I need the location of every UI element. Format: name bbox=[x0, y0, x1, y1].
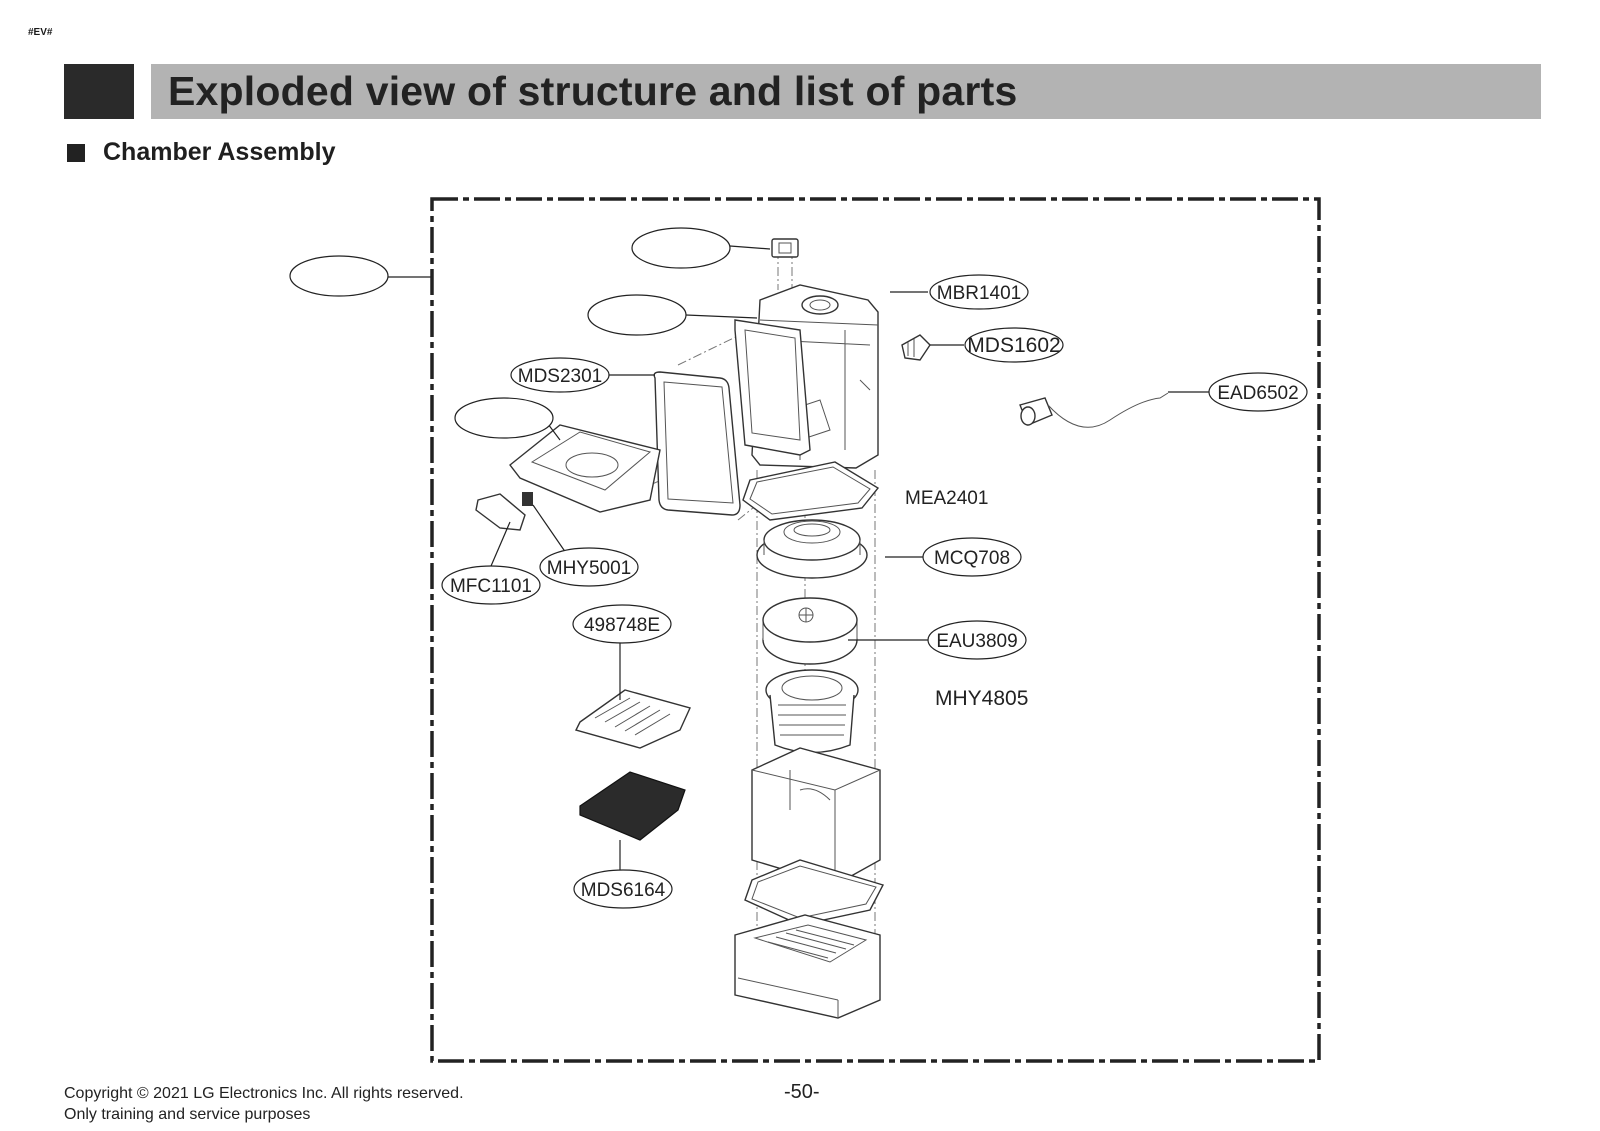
part-label-mds1602: MDS1602 bbox=[967, 334, 1060, 357]
fan-housing-part bbox=[756, 519, 868, 579]
part-label-mcq708: MCQ708 bbox=[934, 548, 1010, 569]
side-gasket-part bbox=[653, 371, 741, 516]
part-label-498748e: 498748E bbox=[584, 615, 660, 636]
part-callout-mea2401: MEA2401 bbox=[905, 488, 988, 509]
page-title: Exploded view of structure and list of p… bbox=[168, 68, 1018, 114]
unlabeled-callout-oval bbox=[631, 227, 731, 269]
usage-note: Only training and service purposes bbox=[64, 1106, 311, 1123]
part-callout-mbr1401: MBR1401 bbox=[929, 274, 1029, 310]
unlabeled-callout-oval bbox=[587, 294, 687, 336]
part-callout-mhy5001: MHY5001 bbox=[539, 547, 639, 587]
part-label-mfc1101: MFC1101 bbox=[450, 576, 532, 597]
grille-filter-part bbox=[574, 689, 691, 749]
ring-gasket-part bbox=[742, 461, 880, 521]
diagram-frame bbox=[430, 197, 1321, 1063]
title-bar: Exploded view of structure and list of p… bbox=[151, 64, 1541, 119]
tray-part bbox=[509, 424, 661, 513]
part-label-mds2301: MDS2301 bbox=[518, 366, 603, 387]
motor-part bbox=[762, 597, 858, 665]
front-gasket-frame bbox=[734, 319, 811, 456]
part-label-eau3809: EAU3809 bbox=[936, 631, 1017, 652]
part-callout-mhy4805: MHY4805 bbox=[935, 687, 1028, 710]
basket-part bbox=[765, 669, 859, 754]
part-label-mhy4805: MHY4805 bbox=[935, 687, 1028, 710]
section-title: Chamber Assembly bbox=[103, 138, 336, 166]
title-marker-block bbox=[64, 64, 134, 119]
bottom-gasket-part bbox=[744, 859, 885, 926]
part-callout-mcq708: MCQ708 bbox=[922, 537, 1022, 577]
top-connector-part bbox=[771, 238, 799, 258]
part-label-mea2401: MEA2401 bbox=[905, 488, 988, 509]
part-callout-eau3809: EAU3809 bbox=[927, 620, 1027, 660]
latch-part bbox=[475, 493, 526, 531]
square-bullet-icon bbox=[67, 143, 85, 162]
part-callout-ead6502: EAD6502 bbox=[1208, 372, 1308, 412]
bottom-tray-part bbox=[734, 914, 881, 1019]
unlabeled-callout-oval bbox=[454, 397, 554, 439]
part-label-ead6502: EAD6502 bbox=[1217, 383, 1298, 404]
bushing-part bbox=[901, 334, 931, 361]
part-callout-mds6164: MDS6164 bbox=[573, 869, 673, 909]
lower-bin-part bbox=[751, 747, 881, 886]
copyright-text: Copyright © 2021 LG Electronics Inc. All… bbox=[64, 1085, 464, 1102]
part-label-mhy5001: MHY5001 bbox=[547, 558, 632, 579]
part-label-mds6164: MDS6164 bbox=[581, 880, 666, 901]
part-callout-mfc1101: MFC1101 bbox=[441, 565, 541, 605]
part-callout-498748e: 498748E bbox=[572, 604, 672, 644]
sponge-filter-part bbox=[579, 771, 686, 841]
unlabeled-callouts bbox=[289, 227, 731, 439]
part-callout-mds1602: MDS1602 bbox=[964, 327, 1064, 363]
sensor-part bbox=[1019, 392, 1169, 428]
part-callout-mds2301: MDS2301 bbox=[510, 357, 610, 393]
footer-copyright: Copyright © 2021 LG Electronics Inc. All… bbox=[64, 1083, 464, 1125]
page-number: -50- bbox=[784, 1081, 820, 1103]
document-tag: #EV# bbox=[28, 27, 53, 38]
part-label-mbr1401: MBR1401 bbox=[937, 283, 1022, 304]
unlabeled-callout-oval bbox=[289, 255, 389, 297]
section-heading: Chamber Assembly bbox=[67, 138, 336, 167]
spring-part bbox=[522, 492, 533, 506]
